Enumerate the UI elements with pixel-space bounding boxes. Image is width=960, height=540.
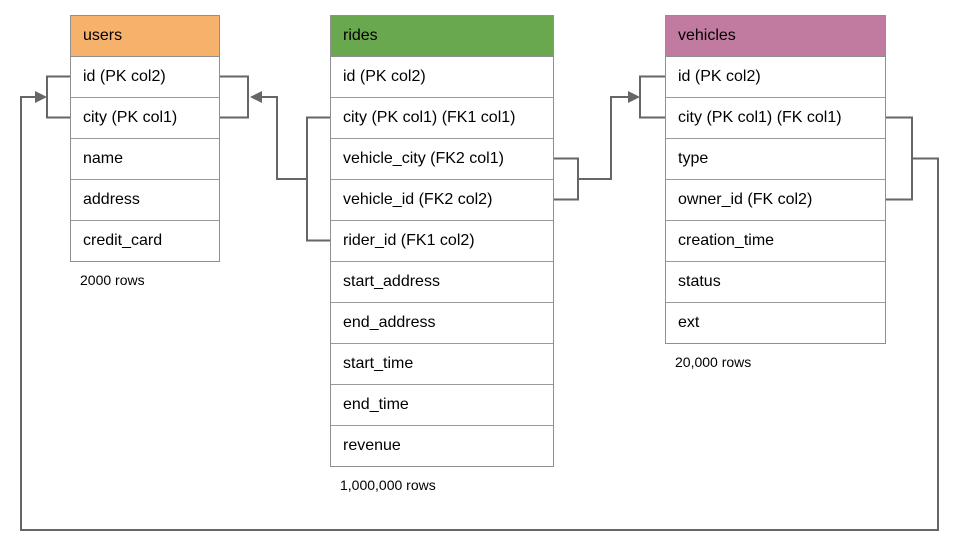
rides-column-revenue: revenue	[331, 426, 553, 466]
rides-row-count: 1,000,000 rows	[340, 477, 436, 493]
rides-right-key-bracket	[553, 157, 579, 201]
arrowhead-into-vehicles-left	[628, 91, 640, 103]
vehicles-right-key-bracket	[885, 116, 913, 201]
rides-users-connector-path	[260, 96, 307, 180]
vehicles-left-key-bracket	[639, 75, 666, 119]
rides-column-vehicle-city: vehicle_city (FK2 col1)	[331, 139, 553, 180]
rides-column-start-address: start_address	[331, 262, 553, 303]
vehicles-column-city: city (PK col1) (FK col1)	[666, 98, 885, 139]
arrowhead-into-users-right	[250, 91, 262, 103]
vehicles-column-status: status	[666, 262, 885, 303]
users-column-name: name	[71, 139, 219, 180]
table-vehicles: vehicles id (PK col2) city (PK col1) (FK…	[665, 15, 886, 370]
vehicles-row-count: 20,000 rows	[675, 354, 752, 370]
table-rides: rides id (PK col2) city (PK col1) (FK1 c…	[330, 15, 554, 493]
vehicles-column-creation-time: creation_time	[666, 221, 885, 262]
rides-vehicles-connector-path	[578, 96, 630, 180]
users-row-count: 2000 rows	[80, 272, 145, 288]
users-right-key-bracket	[220, 75, 249, 119]
table-users: users id (PK col2) city (PK col1) name a…	[70, 15, 220, 288]
rides-column-start-time: start_time	[331, 344, 553, 385]
vehicles-column-owner-id: owner_id (FK col2)	[666, 180, 885, 221]
users-column-address: address	[71, 180, 219, 221]
relationship-rides-to-vehicles-fk2	[553, 75, 666, 201]
rides-column-vehicle-id: vehicle_id (FK2 col2)	[331, 180, 553, 221]
table-users-header: users	[71, 16, 219, 57]
rides-column-id: id (PK col2)	[331, 57, 553, 98]
relationship-rides-to-users-fk1	[220, 75, 331, 242]
rides-column-rider-id: rider_id (FK1 col2)	[331, 221, 553, 262]
rides-column-end-time: end_time	[331, 385, 553, 426]
vehicles-column-id: id (PK col2)	[666, 57, 885, 98]
table-vehicles-header: vehicles	[666, 16, 885, 57]
arrowhead-into-users-left	[35, 91, 47, 103]
rides-column-city: city (PK col1) (FK1 col1)	[331, 98, 553, 139]
users-column-credit-card: credit_card	[71, 221, 219, 261]
rides-left-key-bracket	[306, 116, 331, 242]
vehicles-column-ext: ext	[666, 303, 885, 343]
rides-column-end-address: end_address	[331, 303, 553, 344]
table-rides-header: rides	[331, 16, 553, 57]
users-left-key-bracket	[46, 75, 71, 119]
users-column-city: city (PK col1)	[71, 98, 219, 139]
users-column-id: id (PK col2)	[71, 57, 219, 98]
vehicles-column-type: type	[666, 139, 885, 180]
